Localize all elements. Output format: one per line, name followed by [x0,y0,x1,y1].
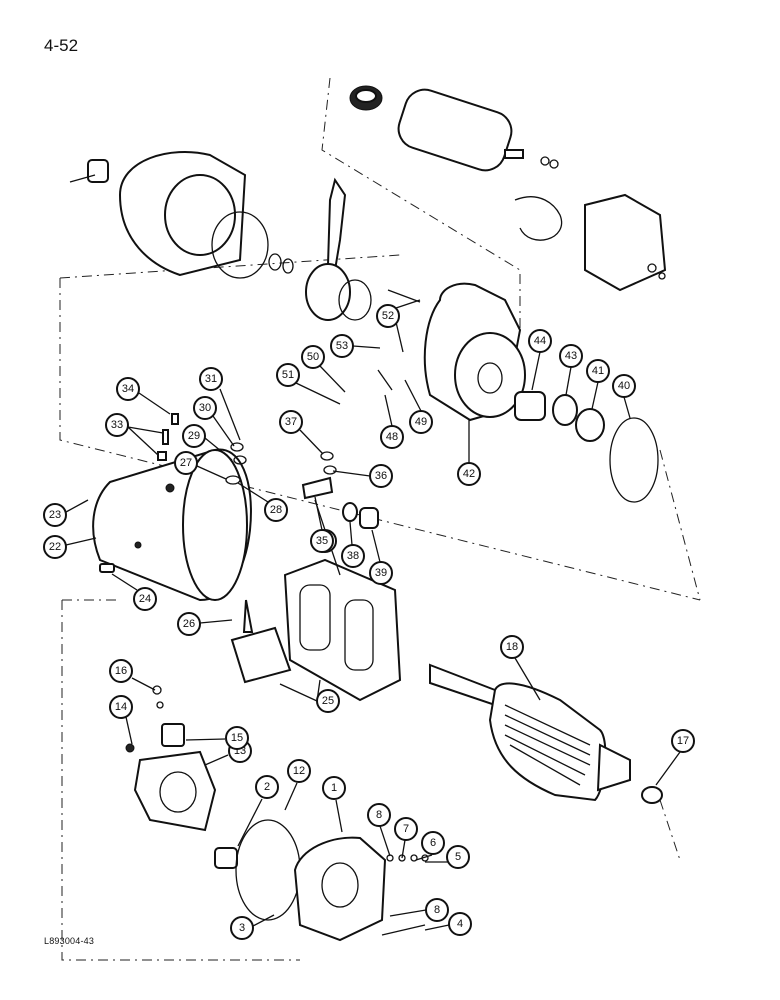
callout-30: 30 [193,396,235,447]
callout-24: 24 [111,573,157,611]
svg-text:31: 31 [205,373,217,385]
callout-50: 50 [301,345,346,393]
svg-text:15: 15 [231,732,243,744]
callout-33: 33 [105,413,164,456]
svg-text:35: 35 [316,535,328,547]
svg-text:1: 1 [331,782,337,794]
svg-text:39: 39 [375,567,387,579]
svg-text:8: 8 [434,904,440,916]
svg-text:41: 41 [592,365,604,377]
svg-text:30: 30 [199,402,211,414]
callout-42: 42 [457,420,481,486]
callout-3: 3 [230,914,275,940]
svg-text:6: 6 [430,837,436,849]
svg-text:43: 43 [565,350,577,362]
svg-text:5: 5 [455,851,461,863]
assembly-outlines [59,77,701,961]
svg-text:53: 53 [336,340,348,352]
svg-text:4: 4 [457,918,463,930]
callout-31: 31 [199,367,241,441]
svg-text:26: 26 [183,618,195,630]
svg-text:7: 7 [403,823,409,835]
callout-2: 2 [237,775,279,847]
callout-14: 14 [109,695,133,745]
svg-text:23: 23 [49,509,61,521]
callout-48: 48 [380,394,404,449]
drive-housing-group [69,151,421,321]
svg-text:24: 24 [139,593,151,605]
callout-39: 39 [369,529,393,585]
svg-text:37: 37 [285,416,297,428]
callout-15: 15 [185,726,249,750]
svg-text:34: 34 [122,383,134,395]
callout-51: 51 [276,363,341,405]
callout-36: 36 [332,464,393,488]
svg-text:3: 3 [239,922,245,934]
callout-4: 4 [424,912,472,936]
callout-37: 37 [279,410,324,455]
callout-38: 38 [341,521,365,568]
svg-text:28: 28 [270,504,282,516]
svg-text:44: 44 [534,335,546,347]
svg-text:36: 36 [375,470,387,482]
callout-28: 28 [237,482,288,522]
svg-text:16: 16 [115,665,127,677]
svg-text:12: 12 [293,765,305,777]
svg-text:40: 40 [618,380,630,392]
callout-41: 41 [586,359,610,410]
svg-text:49: 49 [415,416,427,428]
callout-44: 44 [528,329,552,391]
callout-17: 17 [655,729,695,786]
brush-holder-assembly [125,685,429,942]
small-hardware [157,413,379,529]
callout-7: 7 [394,817,418,859]
callout-25-lower: 25 [279,679,340,713]
end-frame-42 [377,282,659,503]
svg-text:8: 8 [376,809,382,821]
callout-8-lower: 8 [389,898,449,922]
callout-23: 23 [43,499,89,527]
svg-text:38: 38 [347,550,359,562]
svg-text:29: 29 [188,430,200,442]
svg-text:22: 22 [49,541,61,553]
solenoid-assembly [349,85,667,292]
callout-5: 5 [425,845,470,869]
callout-18: 18 [500,635,541,701]
callout-52: 52 [376,299,421,353]
svg-text:48: 48 [386,431,398,443]
svg-text:27: 27 [180,457,192,469]
callout-12: 12 [284,759,311,811]
field-frame-22 [92,448,252,602]
svg-text:25: 25 [322,695,334,707]
page-number: 4-52 [44,36,79,55]
callout-6: 6 [415,831,445,861]
callout-26: 26 [177,612,233,636]
callout-1: 1 [322,776,346,833]
field-coils-25 [230,558,402,702]
callout-22: 22 [43,535,97,559]
callout-27: 27 [174,451,227,480]
svg-text:17: 17 [677,735,689,747]
svg-text:14: 14 [115,701,127,713]
svg-text:42: 42 [463,468,475,480]
callout-35: 35 [310,496,334,553]
callout-40: 40 [612,374,636,419]
svg-text:51: 51 [282,369,294,381]
svg-text:2: 2 [264,781,270,793]
callout-8-upper: 8 [367,803,391,857]
svg-text:52: 52 [382,310,394,322]
callout-53: 53 [330,334,381,358]
callout-43: 43 [559,344,583,396]
callout-34: 34 [116,377,171,415]
callout-16: 16 [109,659,156,691]
svg-text:18: 18 [506,641,518,653]
svg-text:50: 50 [307,351,319,363]
armature-18 [429,663,663,804]
figure-code: L893004-43 [44,936,95,946]
callout-49: 49 [404,379,433,434]
svg-text:33: 33 [111,419,123,431]
callout-29: 29 [182,424,233,461]
